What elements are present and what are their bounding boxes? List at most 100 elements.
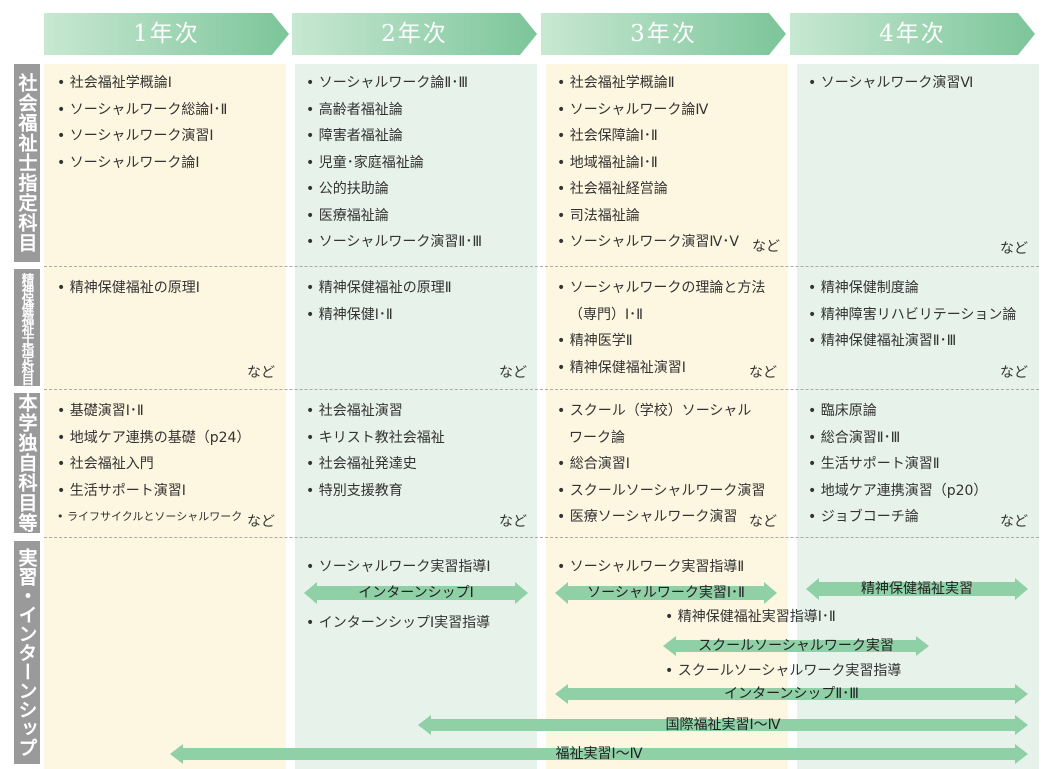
course-item: • 精神障害リハビリテーション論 [808,306,1017,323]
course-item: ワーク論 [569,429,625,446]
etc-label: など [749,514,777,530]
row3-year3-list: • スクール（学校）ソーシャル ワーク論 • 総合演習Ⅰ • スクールソーシャル… [557,398,765,531]
header-year4-label: 4年次 [879,21,946,47]
row-separator [44,266,1039,267]
row3-year4-list: • 臨床原論 • 総合演習Ⅱ･Ⅲ • 生活サポート演習Ⅱ • 地域ケア連携演習（… [808,398,987,531]
etc-label: など [247,514,275,530]
course-item: • 社会福祉発達史 [306,456,417,472]
course-item: • ソーシャルワーク論Ⅳ [557,101,709,118]
course-item: • 精神保健Ⅰ･Ⅱ [306,306,393,323]
header-year4: 4年次 [790,13,1035,55]
arrow-social-work-practicum: ソーシャルワーク実習Ⅰ･Ⅱ [555,582,777,604]
row-separator [44,389,1039,390]
course-item: • 地域ケア連携の基礎（p24） [57,429,251,446]
row1-year2-list: • ソーシャルワーク論Ⅱ･Ⅲ • 高齢者福祉論 • 障害者福祉論 • 児童･家庭… [306,70,482,256]
row3-year2-list: • 社会福祉演習 • キリスト教社会福祉 • 社会福祉発達史 • 特別支援教育 [306,398,445,504]
header-year1: 1年次 [44,13,289,55]
arrow-label: インターンシップⅠ [358,585,474,601]
arrow-internship-2-3: インターンシップⅡ･Ⅲ [555,684,1028,704]
etc-label: など [1000,241,1028,257]
header-year2-label: 2年次 [381,21,448,47]
arrow-label: スクールソーシャルワーク実習 [698,638,894,654]
category-original-courses: 本学独自科目等 [14,393,40,533]
category-label: 社会福祉士指定科目 [15,73,38,253]
category-practicum-internship: 実習・インターンシップ [14,541,40,764]
arrow-psychiatric-practicum: 精神保健福祉実習 [806,578,1028,600]
arrow-label: 国際福祉実習Ⅰ〜Ⅳ [665,717,781,733]
course-item: • 公的扶助論 [306,181,389,197]
course-item: • ソーシャルワーク総論Ⅰ･Ⅱ [57,101,228,118]
row2-year3-list: • ソーシャルワークの理論と方法 （専門）Ⅰ･Ⅱ • 精神医学Ⅱ • 精神保健福… [557,275,765,381]
row2-year1-list: • 精神保健福祉の原理Ⅰ [57,275,200,302]
course-item: • ソーシャルワーク演習Ⅵ [808,75,974,91]
course-item: • 社会福祉入門 [57,456,154,472]
etc-label: など [749,365,777,381]
etc-label: など [1000,365,1028,381]
category-label: 精神保健福祉士指定科目 [19,272,35,383]
course-item: • 精神医学Ⅱ [557,333,633,349]
category-social-worker: 社会福祉士指定科目 [14,64,40,262]
column-year1-bg [44,64,286,769]
practicum-item: • インターンシップⅠ実習指導 [306,615,491,631]
category-label: 実習・インターンシップ [15,548,38,757]
course-item: • ジョブコーチ論 [808,509,919,525]
practicum-item: • ソーシャルワーク実習指導Ⅰ [306,559,491,575]
course-item: • ソーシャルワーク論Ⅰ [57,154,200,171]
course-item: • 臨床原論 [808,403,877,419]
practicum-item: • ソーシャルワーク実習指導Ⅱ [557,559,745,575]
course-item: • 児童･家庭福祉論 [306,154,424,171]
course-item: • ソーシャルワーク演習Ⅱ･Ⅲ [306,234,482,250]
course-item: • 医療福祉論 [306,207,389,224]
course-item: • 精神保健福祉の原理Ⅰ [57,280,200,296]
row-separator [44,537,1039,538]
course-item: • スクール（学校）ソーシャル [557,403,752,419]
column-year2-bg [295,64,537,769]
course-item: • スクールソーシャルワーク演習 [557,482,766,499]
practicum-item: • スクールソーシャルワーク実習指導 [665,663,902,679]
practicum-item: • 精神保健福祉実習指導Ⅰ･Ⅱ [665,609,836,625]
course-item: • 社会福祉経営論 [557,181,668,197]
course-item: （専門）Ⅰ･Ⅱ [569,306,644,323]
course-item: • 生活サポート演習Ⅱ [808,456,940,472]
arrow-label: インターンシップⅡ･Ⅲ [724,686,859,702]
category-psychiatric-social-worker: 精神保健福祉士指定科目 [14,269,40,386]
course-item: • 司法福祉論 [557,207,640,224]
course-item: • 総合演習Ⅱ･Ⅲ [808,429,901,446]
row2-year2-list: • 精神保健福祉の原理Ⅱ • 精神保健Ⅰ･Ⅱ [306,275,452,328]
header-year2: 2年次 [292,13,537,55]
course-item: • キリスト教社会福祉 [306,429,445,446]
row1-year1-list: • 社会福祉学概論Ⅰ • ソーシャルワーク総論Ⅰ･Ⅱ • ソーシャルワーク演習Ⅰ… [57,70,227,176]
course-item: • 地域ケア連携演習（p20） [808,482,988,499]
course-item: • ソーシャルワーク論Ⅱ･Ⅲ [306,75,468,91]
course-item: • 精神保健制度論 [808,280,919,296]
arrow-label: 福祉実習Ⅰ〜Ⅳ [555,746,643,762]
arrow-international-practicum: 国際福祉実習Ⅰ〜Ⅳ [418,715,1028,735]
etc-label: など [499,514,527,530]
course-item: • ソーシャルワーク演習Ⅳ･Ⅴ [557,234,739,250]
course-item: • 社会福祉学概論Ⅱ [557,75,675,91]
row1-year4-list: • ソーシャルワーク演習Ⅵ [808,70,973,97]
row1-year3-list: • 社会福祉学概論Ⅱ • ソーシャルワーク論Ⅳ • 社会保障論Ⅰ･Ⅱ • 地域福… [557,70,739,256]
course-item: • ソーシャルワーク演習Ⅰ [57,128,214,144]
course-item: • 社会福祉学概論Ⅰ [57,75,172,91]
etc-label: など [247,365,275,381]
course-item: • 特別支援教育 [306,482,403,499]
category-label: 本学独自科目等 [15,393,38,533]
etc-label: など [752,239,780,255]
etc-label: など [499,365,527,381]
course-item: • 精神保健福祉の原理Ⅱ [306,280,452,296]
course-item: • ライフサイクルとソーシャルワーク [57,510,243,523]
header-year3: 3年次 [541,13,786,55]
course-item: • ソーシャルワークの理論と方法 [557,280,766,296]
course-item: • 社会保障論Ⅰ･Ⅱ [557,128,658,144]
arrow-welfare-practicum: 福祉実習Ⅰ〜Ⅳ [170,744,1028,764]
course-item: • 精神保健福祉演習Ⅱ･Ⅲ [808,333,957,349]
course-item: • 障害者福祉論 [306,128,403,144]
arrow-internship-1: インターンシップⅠ [304,582,528,604]
row3-year1-list: • 基礎演習Ⅰ･Ⅱ • 地域ケア連携の基礎（p24） • 社会福祉入門 • 生活… [57,398,250,531]
course-item: • 高齢者福祉論 [306,101,403,118]
arrow-label: 精神保健福祉実習 [861,581,973,597]
course-item: • 医療ソーシャルワーク演習 [557,509,738,525]
course-item: • 社会福祉演習 [306,403,403,419]
course-item: • 地域福祉論Ⅰ･Ⅱ [557,154,658,171]
